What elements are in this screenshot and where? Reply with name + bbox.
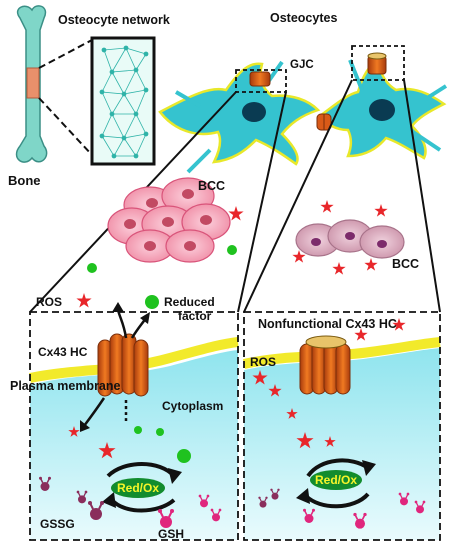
osteocyte-network-box	[90, 36, 156, 166]
zoom-box-left	[235, 69, 287, 93]
nonfunctional-cx43-label: Nonfunctional Cx43 HC	[258, 317, 397, 331]
reduced-factor-dot	[134, 426, 142, 434]
efflux-arrows	[80, 302, 150, 432]
plasma-membrane-band	[29, 337, 239, 383]
ros-star-icon	[374, 204, 388, 217]
gjc-label: GJC	[290, 59, 314, 71]
cx43-hemichannel	[97, 333, 149, 397]
redox-label-left: Red/Ox	[117, 481, 159, 495]
bone-illustration	[15, 5, 48, 163]
reduced-factor-label-line1: Reduced	[164, 295, 215, 309]
bcc-cluster-right	[295, 219, 405, 259]
cx43-hc-label: Cx43 HC	[38, 345, 88, 359]
zoom-line-bone-top	[38, 39, 93, 69]
zoom-line-right-inner	[403, 79, 441, 313]
reduced-factor-dot	[177, 449, 191, 463]
cytoplasm-label: Cytoplasm	[162, 399, 223, 413]
gap-junction-channel	[316, 113, 332, 131]
zoom-line-left-inner	[237, 91, 287, 313]
redox-cycle-left	[102, 462, 182, 513]
reduced-factor-dot	[87, 263, 97, 273]
osteocyte-network-label: Osteocyte network	[58, 13, 170, 27]
bone-highlight-segment	[26, 67, 40, 99]
nonfunctional-hemichannel	[299, 335, 351, 395]
osteocyte-cell-left	[158, 60, 321, 174]
redox-label-right: Red/Ox	[315, 473, 357, 487]
bcc-label-right: BCC	[392, 257, 419, 271]
ros-star-icon	[76, 293, 92, 308]
hemichannel-top-left	[249, 71, 271, 87]
ros-label-left: ROS	[36, 295, 62, 309]
left-detail-panel	[29, 311, 239, 541]
right-detail-panel	[242, 311, 441, 541]
plasma-membrane-label: Plasma membrane	[10, 379, 121, 393]
ros-star-icon	[320, 200, 334, 213]
osteocytes-label: Osteocytes	[270, 11, 337, 25]
ros-star-icon	[364, 258, 378, 271]
reduced-factor-label-line2: factor	[178, 309, 212, 323]
redox-cycle-right	[296, 458, 376, 509]
reduced-factor-dot	[145, 295, 159, 309]
ros-label-right: ROS	[250, 355, 276, 369]
bone-label: Bone	[8, 173, 41, 188]
gssg-label: GSSG	[40, 517, 75, 531]
ros-star-icon	[228, 206, 244, 221]
ros-star-icon	[332, 262, 346, 275]
zoom-line-right-outer	[243, 79, 353, 313]
zoom-box-right	[351, 45, 405, 81]
zoom-line-bone-bottom	[38, 97, 93, 156]
hemichannel-top-right	[367, 52, 387, 75]
gsh-label: GSH	[158, 527, 184, 541]
reduced-factor-dot	[227, 245, 237, 255]
bcc-label-left: BCC	[198, 179, 225, 193]
reduced-factor-dot	[156, 428, 164, 436]
bcc-cluster-left	[107, 177, 231, 263]
